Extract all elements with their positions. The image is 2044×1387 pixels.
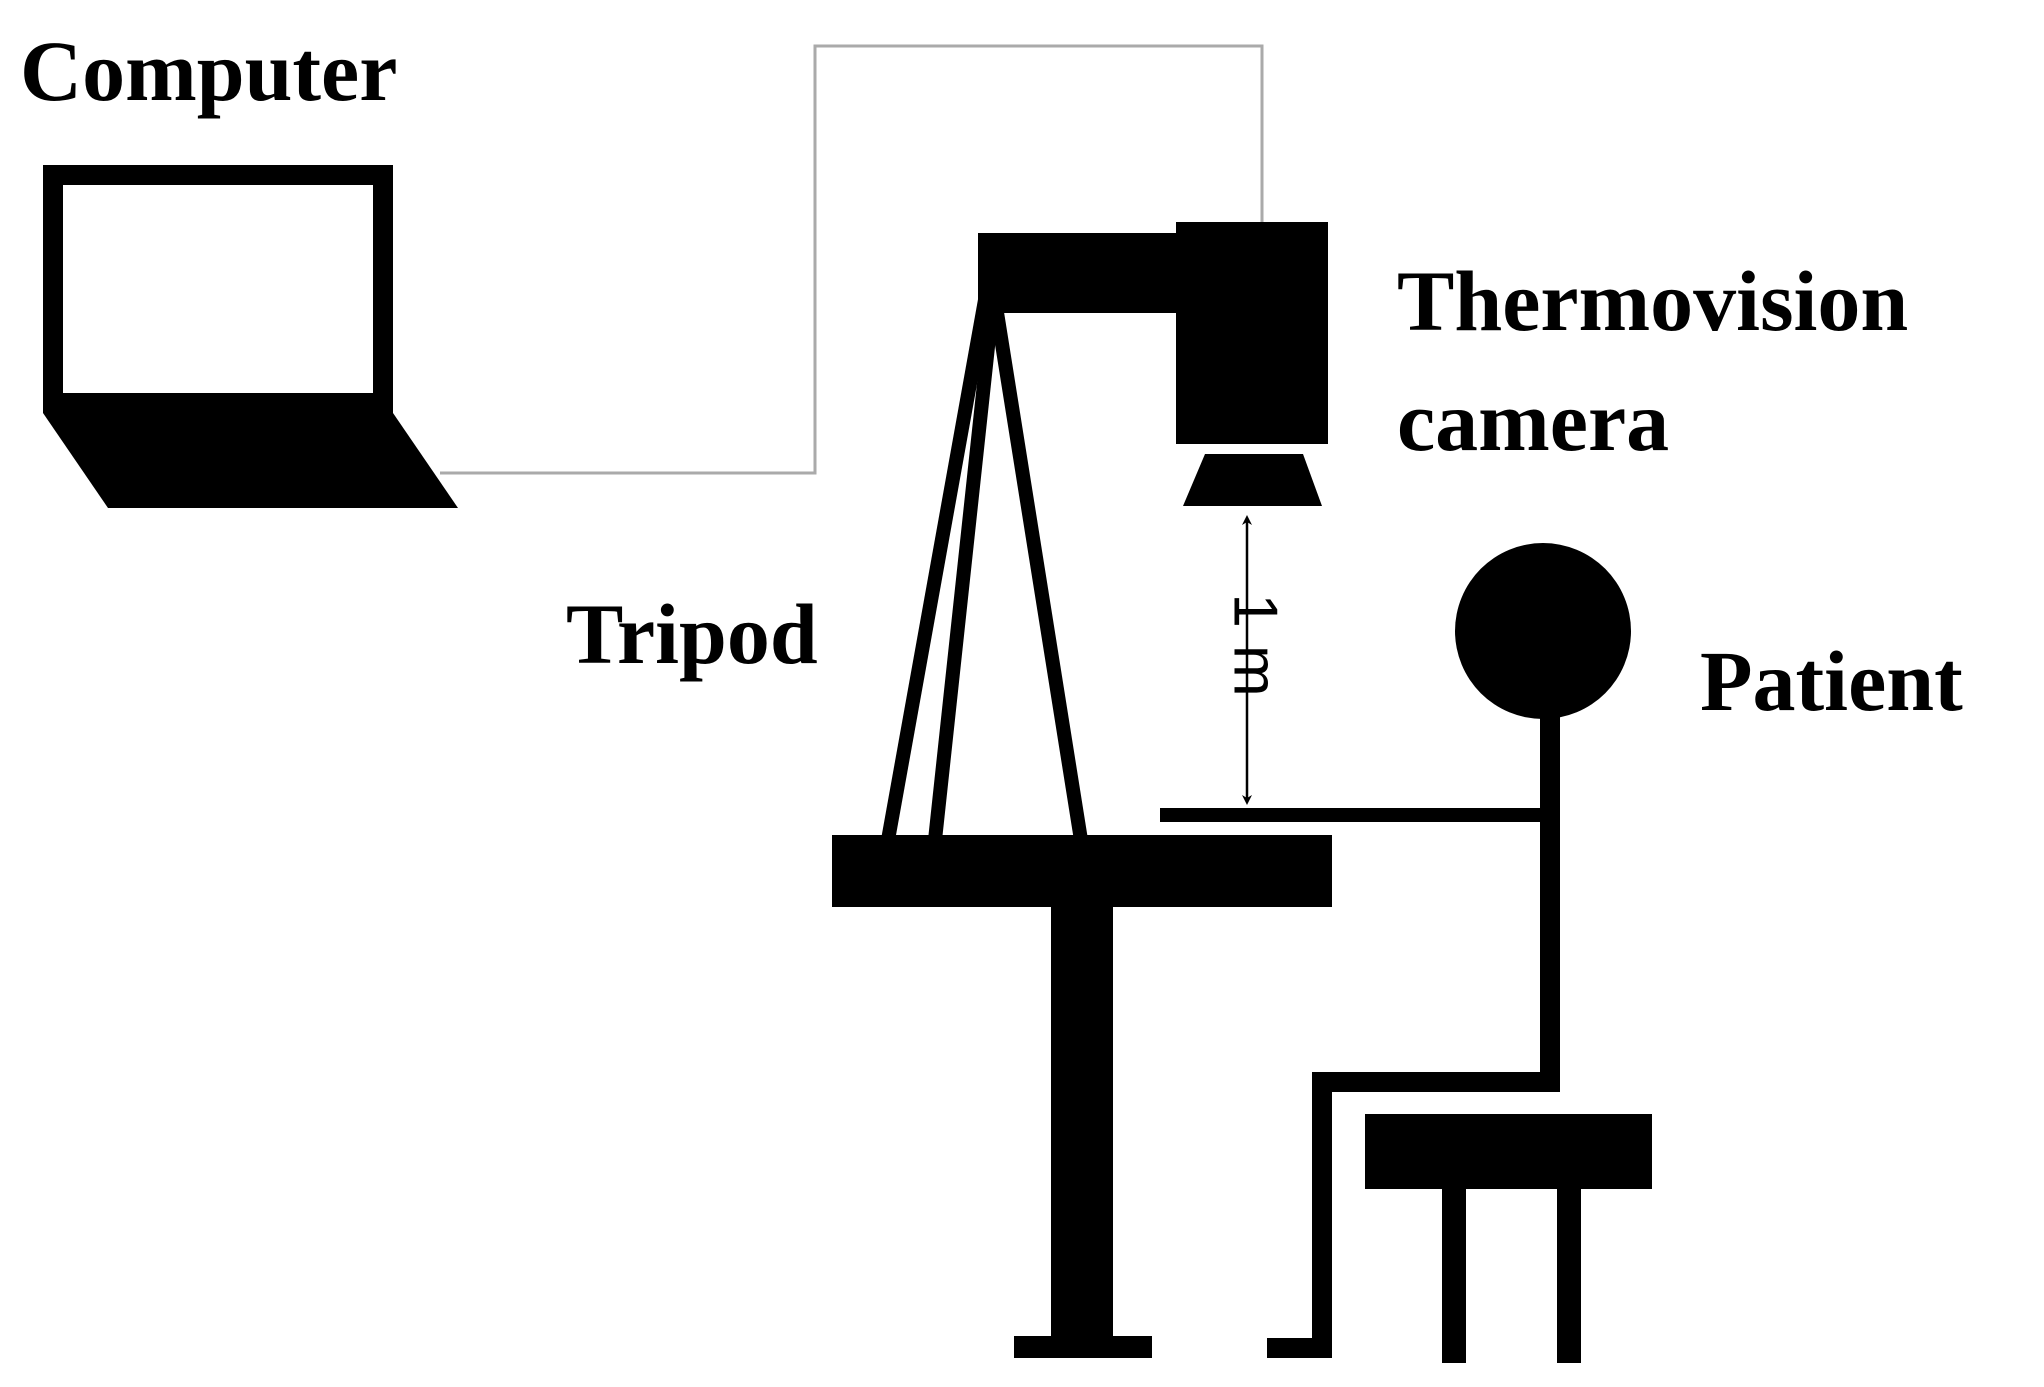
camera-label-line2: camera (1397, 373, 1669, 469)
computer-label: Computer (20, 23, 397, 119)
seated-person-icon (1160, 543, 1631, 1358)
distance-label: 1 m (1221, 593, 1290, 696)
thermal-camera-icon (1176, 222, 1328, 506)
table-icon (832, 835, 1332, 1358)
cable-line (440, 44, 1264, 475)
laptop-icon (43, 165, 458, 508)
patient-label: Patient (1700, 633, 1963, 729)
tripod-icon (881, 233, 1180, 842)
stool-icon (1365, 1114, 1652, 1363)
camera-label-line1: Thermovision (1397, 253, 1908, 349)
tripod-label: Tripod (566, 586, 818, 682)
